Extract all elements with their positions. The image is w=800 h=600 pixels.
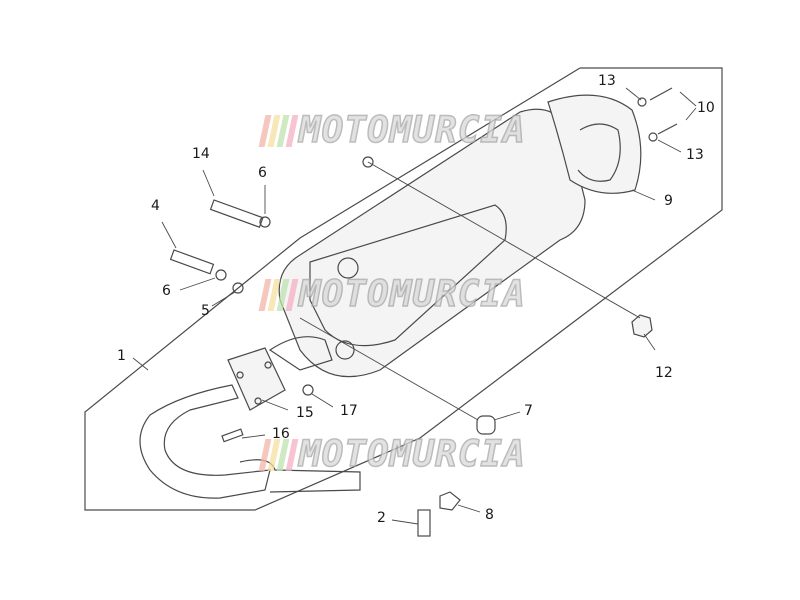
nut-12 xyxy=(631,314,653,338)
washer-13-top xyxy=(637,97,647,107)
nut-17 xyxy=(302,384,314,396)
bushing-7 xyxy=(476,415,496,435)
header-pipe-flange xyxy=(227,347,286,411)
callout-10: 10 xyxy=(697,100,715,116)
end-cap-ring xyxy=(577,123,621,182)
callout-8: 8 xyxy=(485,507,494,523)
callout-14: 14 xyxy=(192,146,210,162)
muffler-body xyxy=(278,108,586,378)
bolt-14 xyxy=(209,199,264,228)
callout-13-bottom: 13 xyxy=(686,147,704,163)
flange-bolt-holes xyxy=(236,361,272,405)
washer-5 xyxy=(232,282,244,294)
mount-hole-lower xyxy=(335,340,355,360)
callout-6-upper: 6 xyxy=(258,165,267,181)
nut-8 xyxy=(439,491,461,511)
callout-2: 2 xyxy=(377,510,386,526)
end-cap xyxy=(547,94,642,194)
callout-13-top: 13 xyxy=(598,73,616,89)
washer-6-lower xyxy=(215,269,227,281)
washer-13-bottom xyxy=(648,132,658,142)
callout-17: 17 xyxy=(340,403,358,419)
callout-4: 4 xyxy=(151,198,160,214)
callout-15: 15 xyxy=(296,405,314,421)
header-pipe-inner xyxy=(268,336,333,371)
callout-7: 7 xyxy=(524,403,533,419)
callout-12: 12 xyxy=(655,365,673,381)
callout-5: 5 xyxy=(201,303,210,319)
callout-9: 9 xyxy=(664,193,673,209)
bolt-4 xyxy=(169,249,215,275)
washer-center xyxy=(362,156,374,168)
mount-hole-upper xyxy=(337,257,359,279)
screw-10-lower xyxy=(657,123,678,135)
callout-6-lower: 6 xyxy=(162,283,171,299)
lower-bracket xyxy=(239,459,361,493)
washer-6-upper xyxy=(259,216,271,228)
callout-1: 1 xyxy=(117,348,126,364)
header-pipe xyxy=(139,384,271,499)
callout-16: 16 xyxy=(272,426,290,442)
bolt-2 xyxy=(417,509,431,537)
bolt-16 xyxy=(221,428,244,443)
screw-10-upper xyxy=(649,87,673,101)
